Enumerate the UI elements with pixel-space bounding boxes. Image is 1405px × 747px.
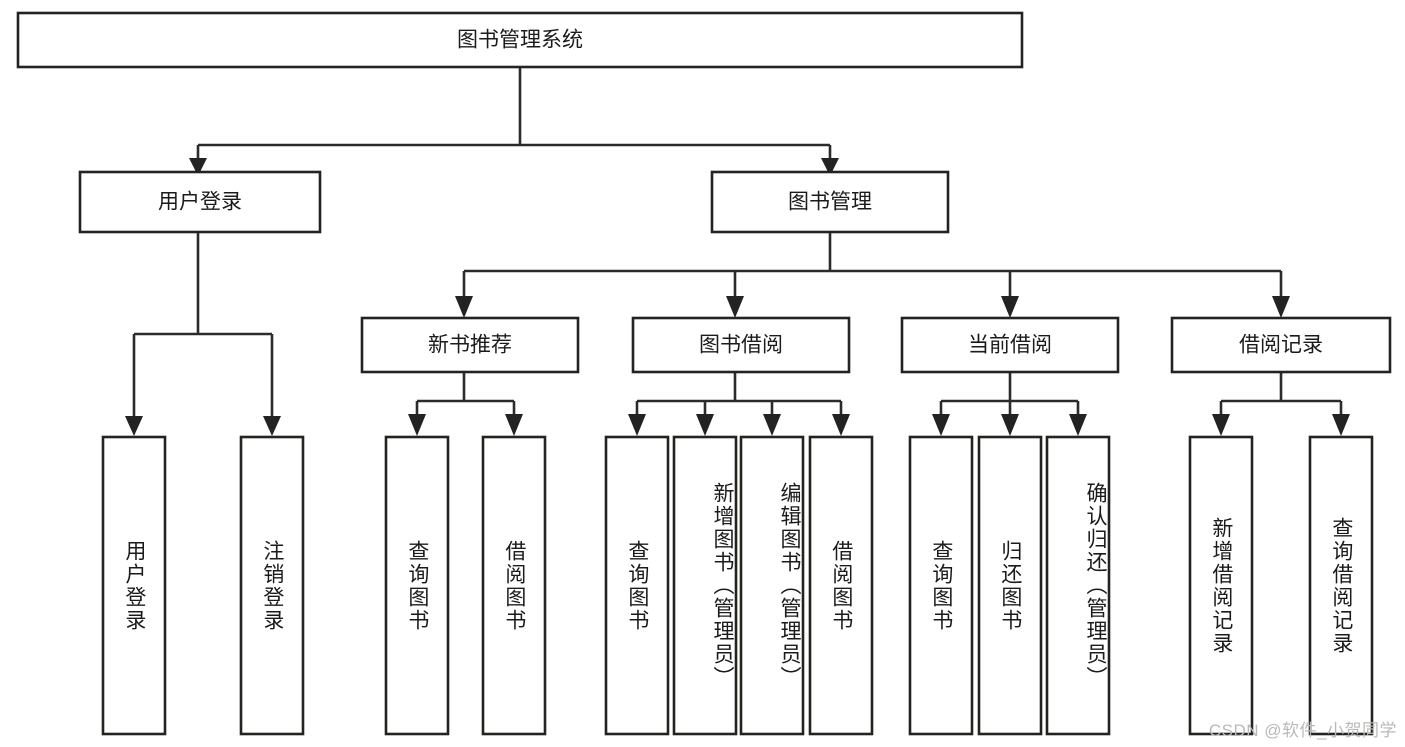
node-leaf-user-logout[interactable] (239, 435, 305, 736)
node-leaf-query-book-2[interactable] (604, 435, 670, 736)
node-book-management[interactable]: 图书管理 (710, 170, 950, 234)
node-new-book-recommend-label: 新书推荐 (428, 334, 512, 357)
node-leaf-add-book[interactable] (672, 435, 738, 736)
node-leaf-return-book[interactable] (977, 435, 1043, 736)
node-current-borrow[interactable]: 当前借阅 (900, 316, 1120, 374)
node-root[interactable]: 图书管理系统 (16, 11, 1024, 69)
connector-bookborrow-to-leaves (628, 372, 850, 436)
connector-bookmgmt-to-level2 (455, 232, 1290, 318)
node-leaf-query-book-3[interactable] (908, 435, 974, 736)
node-leaf-confirm-return[interactable] (1045, 435, 1111, 736)
connector-borrowrecord-to-leaves (1212, 372, 1350, 436)
node-user-login-label: 用户登录 (158, 191, 242, 214)
node-leaf-borrow-book-1[interactable] (481, 435, 547, 736)
connector-userlogin-to-leaves (125, 232, 281, 436)
node-leaf-add-record[interactable] (1188, 435, 1254, 736)
connector-currentborrow-to-leaves (932, 372, 1087, 436)
node-book-borrow-label: 图书借阅 (699, 334, 783, 357)
node-leaf-query-record[interactable] (1308, 435, 1374, 736)
csdn-watermark: CSDN @软件_小贺同学 (1208, 721, 1397, 740)
node-leaf-edit-book[interactable] (739, 435, 805, 736)
node-leaf-query-book-1[interactable] (384, 435, 450, 736)
node-borrow-record[interactable]: 借阅记录 (1170, 316, 1392, 374)
node-leaf-user-login[interactable] (101, 435, 167, 736)
node-book-management-label: 图书管理 (788, 191, 872, 214)
node-borrow-record-label: 借阅记录 (1239, 334, 1323, 357)
node-new-book-recommend[interactable]: 新书推荐 (360, 316, 580, 374)
node-user-login[interactable]: 用户登录 (78, 170, 322, 234)
node-leaf-borrow-book-2[interactable] (808, 435, 874, 736)
node-root-label: 图书管理系统 (457, 29, 583, 52)
node-book-borrow[interactable]: 图书借阅 (631, 316, 851, 374)
connector-root-to-level1 (189, 67, 839, 176)
connector-newbook-to-leaves (408, 372, 523, 436)
node-current-borrow-label: 当前借阅 (968, 334, 1052, 357)
